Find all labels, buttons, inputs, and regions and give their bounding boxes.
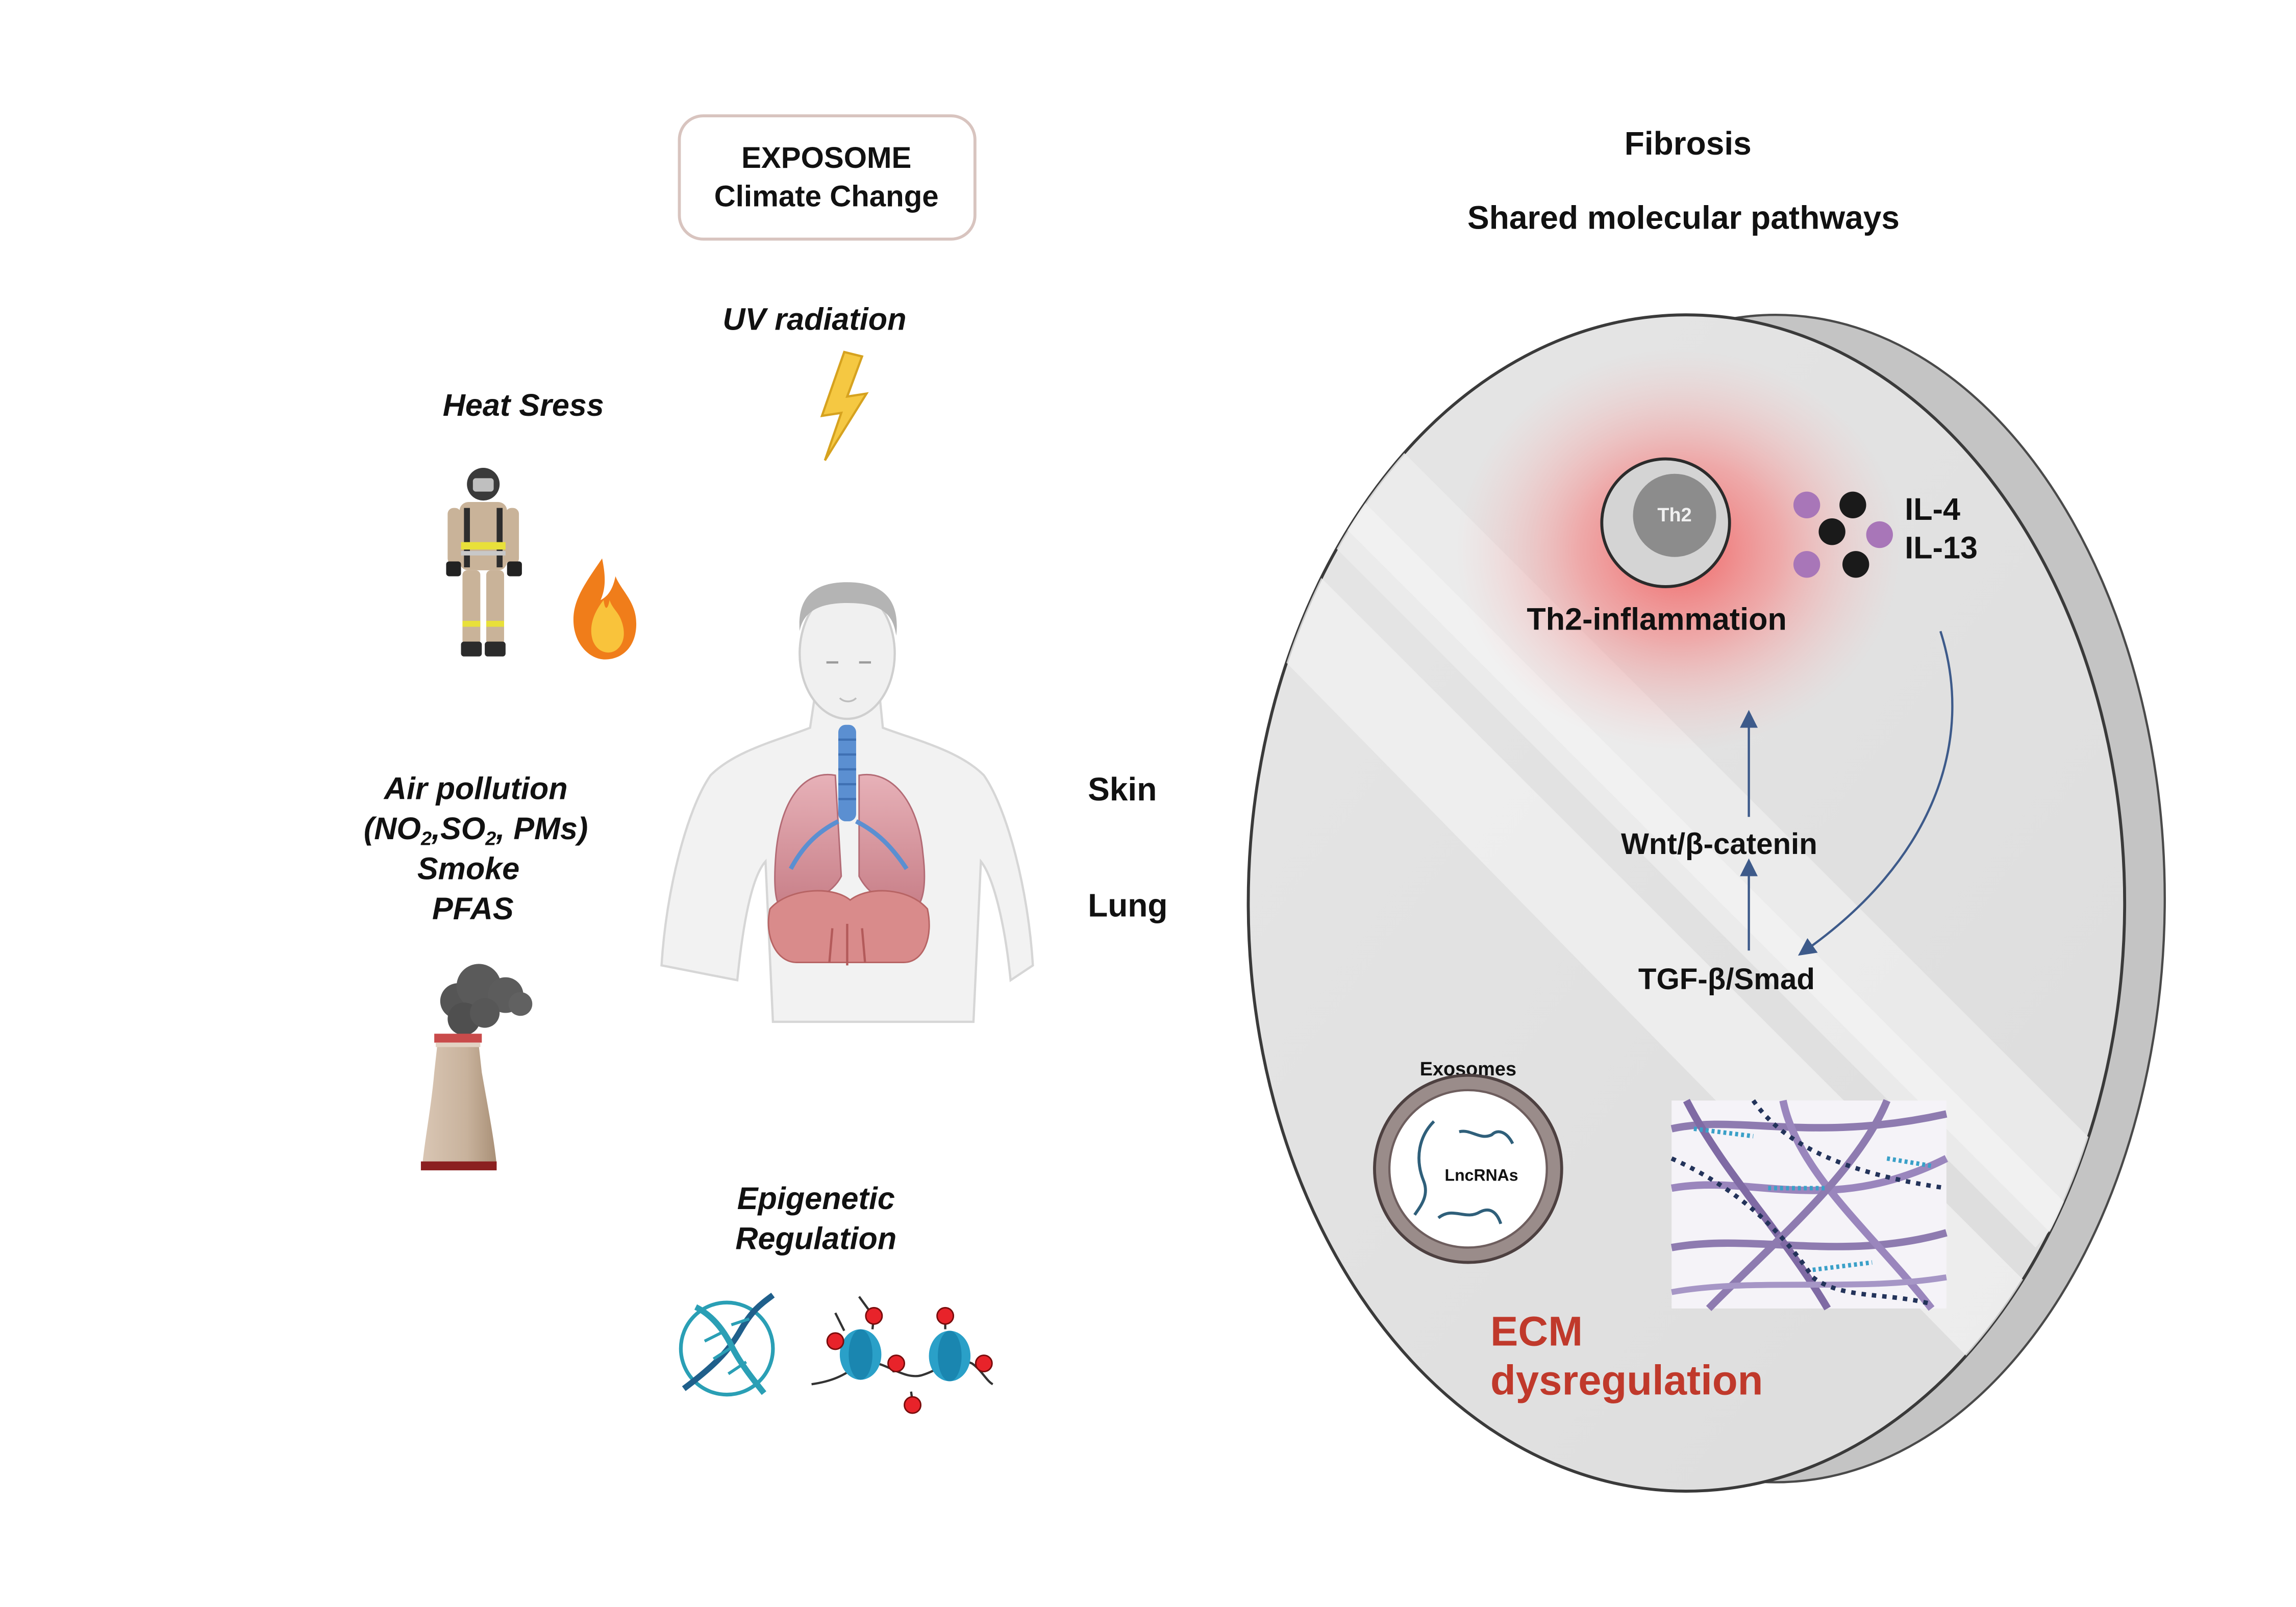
lncrnas-label: LncRNAs [1445,1166,1518,1184]
exosome-vesicle: LncRNAs [1373,1073,1563,1264]
histone-methylation-icon [811,1296,993,1414]
epigenetic-label-line2: Regulation [735,1221,896,1256]
lung-label: Lung [1088,887,1167,923]
factory-chimney-icon [420,964,533,1171]
ecm-dysregulation-label: dysregulation [1490,1358,1763,1404]
exposome-box: EXPOSOME Climate Change [678,114,977,241]
pollutants-label: (NO2,SO2, PMs) [364,811,588,850]
shared-pathways-subtitle: Shared molecular pathways [1467,199,1900,236]
cytokine-particles [1793,491,1893,578]
dna-icon [679,1292,775,1397]
smoke-label: Smoke [417,851,519,886]
heat-stress-label: Heat Sress [443,388,604,422]
wnt-pathway-label: Wnt/β-catenin [1621,827,1817,861]
uv-radiation-label: UV radiation [722,302,906,336]
skin-label: Skin [1088,771,1157,808]
air-pollution-labels: Air pollution (NO2,SO2, PMs) Smoke PFAS [364,771,588,926]
exposome-subtitle: Climate Change [714,180,939,213]
cytokine-to-tgf-arrow [1798,631,1954,956]
firefighter-icon [446,468,522,657]
pfas-label: PFAS [432,891,514,926]
epigenetic-label-line1: Epigenetic [737,1181,895,1216]
ecm-label: ECM [1490,1309,1583,1355]
ecm-fiber-network [1670,1098,1949,1311]
fire-icon [573,558,637,660]
th2-inflammation-label: Th2-inflammation [1527,601,1786,636]
th2-cell-label: Th2 [1657,505,1691,526]
cytokine-il4-label: IL-4 [1905,492,1960,526]
th2-cell: Th2 [1600,457,1731,588]
human-torso-illustration [660,582,1034,1023]
tgf-pathway-label: TGF-β/Smad [1638,963,1815,996]
lightning-icon [820,350,869,461]
cytokine-il13-label: IL-13 [1905,531,1978,565]
exposome-title: EXPOSOME [741,141,911,174]
air-pollution-label: Air pollution [383,771,568,806]
fibrosis-title: Fibrosis [1625,125,1752,162]
